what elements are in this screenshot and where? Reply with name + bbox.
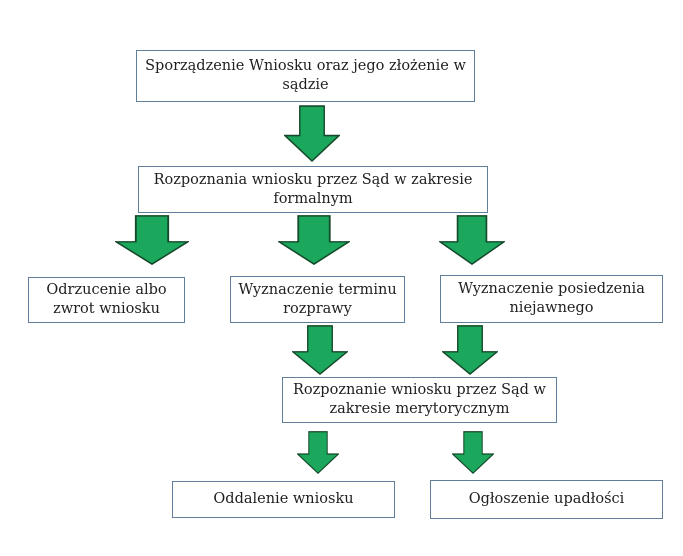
down-arrow-icon [284, 105, 340, 162]
node-sporzadzenie-wniosku: Sporządzenie Wniosku oraz jego złożenie … [136, 50, 475, 102]
node-posiedzenie-niejawne: Wyznaczenie posiedzenia niejawnego [440, 275, 663, 323]
down-arrow-icon [115, 215, 189, 265]
node-termin-rozprawy: Wyznaczenie terminu rozprawy [230, 276, 405, 323]
down-arrow-icon [439, 215, 505, 265]
down-arrow-icon [278, 215, 350, 265]
node-rozpoznanie-formalne: Rozpoznania wniosku przez Sąd w zakresie… [138, 166, 488, 213]
node-ogloszenie-upadlosci: Ogłoszenie upadłości [430, 480, 663, 519]
down-arrow-icon [442, 325, 498, 375]
down-arrow-icon [297, 431, 339, 474]
node-rozpoznanie-merytoryczne: Rozpoznanie wniosku przez Sąd w zakresie… [282, 377, 557, 423]
node-oddalenie-wniosku: Oddalenie wniosku [172, 481, 395, 518]
down-arrow-icon [292, 325, 348, 375]
node-odrzucenie-wniosku: Odrzucenie albo zwrot wniosku [28, 277, 185, 323]
down-arrow-icon [452, 431, 494, 474]
